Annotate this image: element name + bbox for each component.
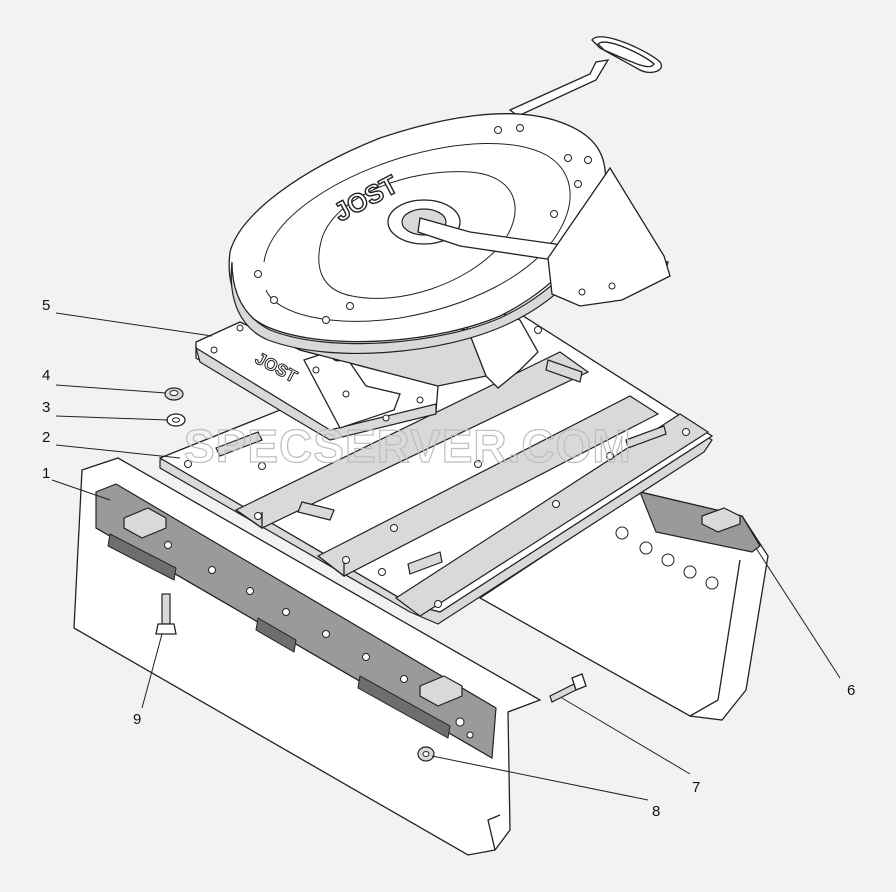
callout-9: 9	[133, 711, 141, 728]
part-5-fifth-wheel-coupling: JOST JOST	[195, 36, 671, 441]
part-8-nut	[417, 746, 435, 762]
part-4-nut	[164, 387, 184, 401]
callout-numbers: 5 4 3 2 1 9 7 8 6	[42, 297, 855, 820]
callout-7: 7	[692, 779, 700, 796]
part-9-bolt	[155, 593, 177, 635]
part-3-washer	[166, 413, 186, 427]
callout-5: 5	[42, 297, 50, 314]
watermark-text: SPECSERVER.COM	[184, 420, 632, 472]
callout-3: 3	[42, 399, 50, 416]
callout-1: 1	[42, 465, 50, 482]
callout-6: 6	[847, 682, 855, 699]
part-2-mounting-plate	[158, 313, 714, 625]
part-6-frame-rail-right	[478, 491, 769, 721]
callout-8: 8	[652, 803, 660, 820]
callout-4: 4	[42, 367, 50, 384]
part-7-bolt	[549, 673, 587, 703]
leader-lines	[51, 312, 841, 801]
callout-2: 2	[42, 429, 50, 446]
